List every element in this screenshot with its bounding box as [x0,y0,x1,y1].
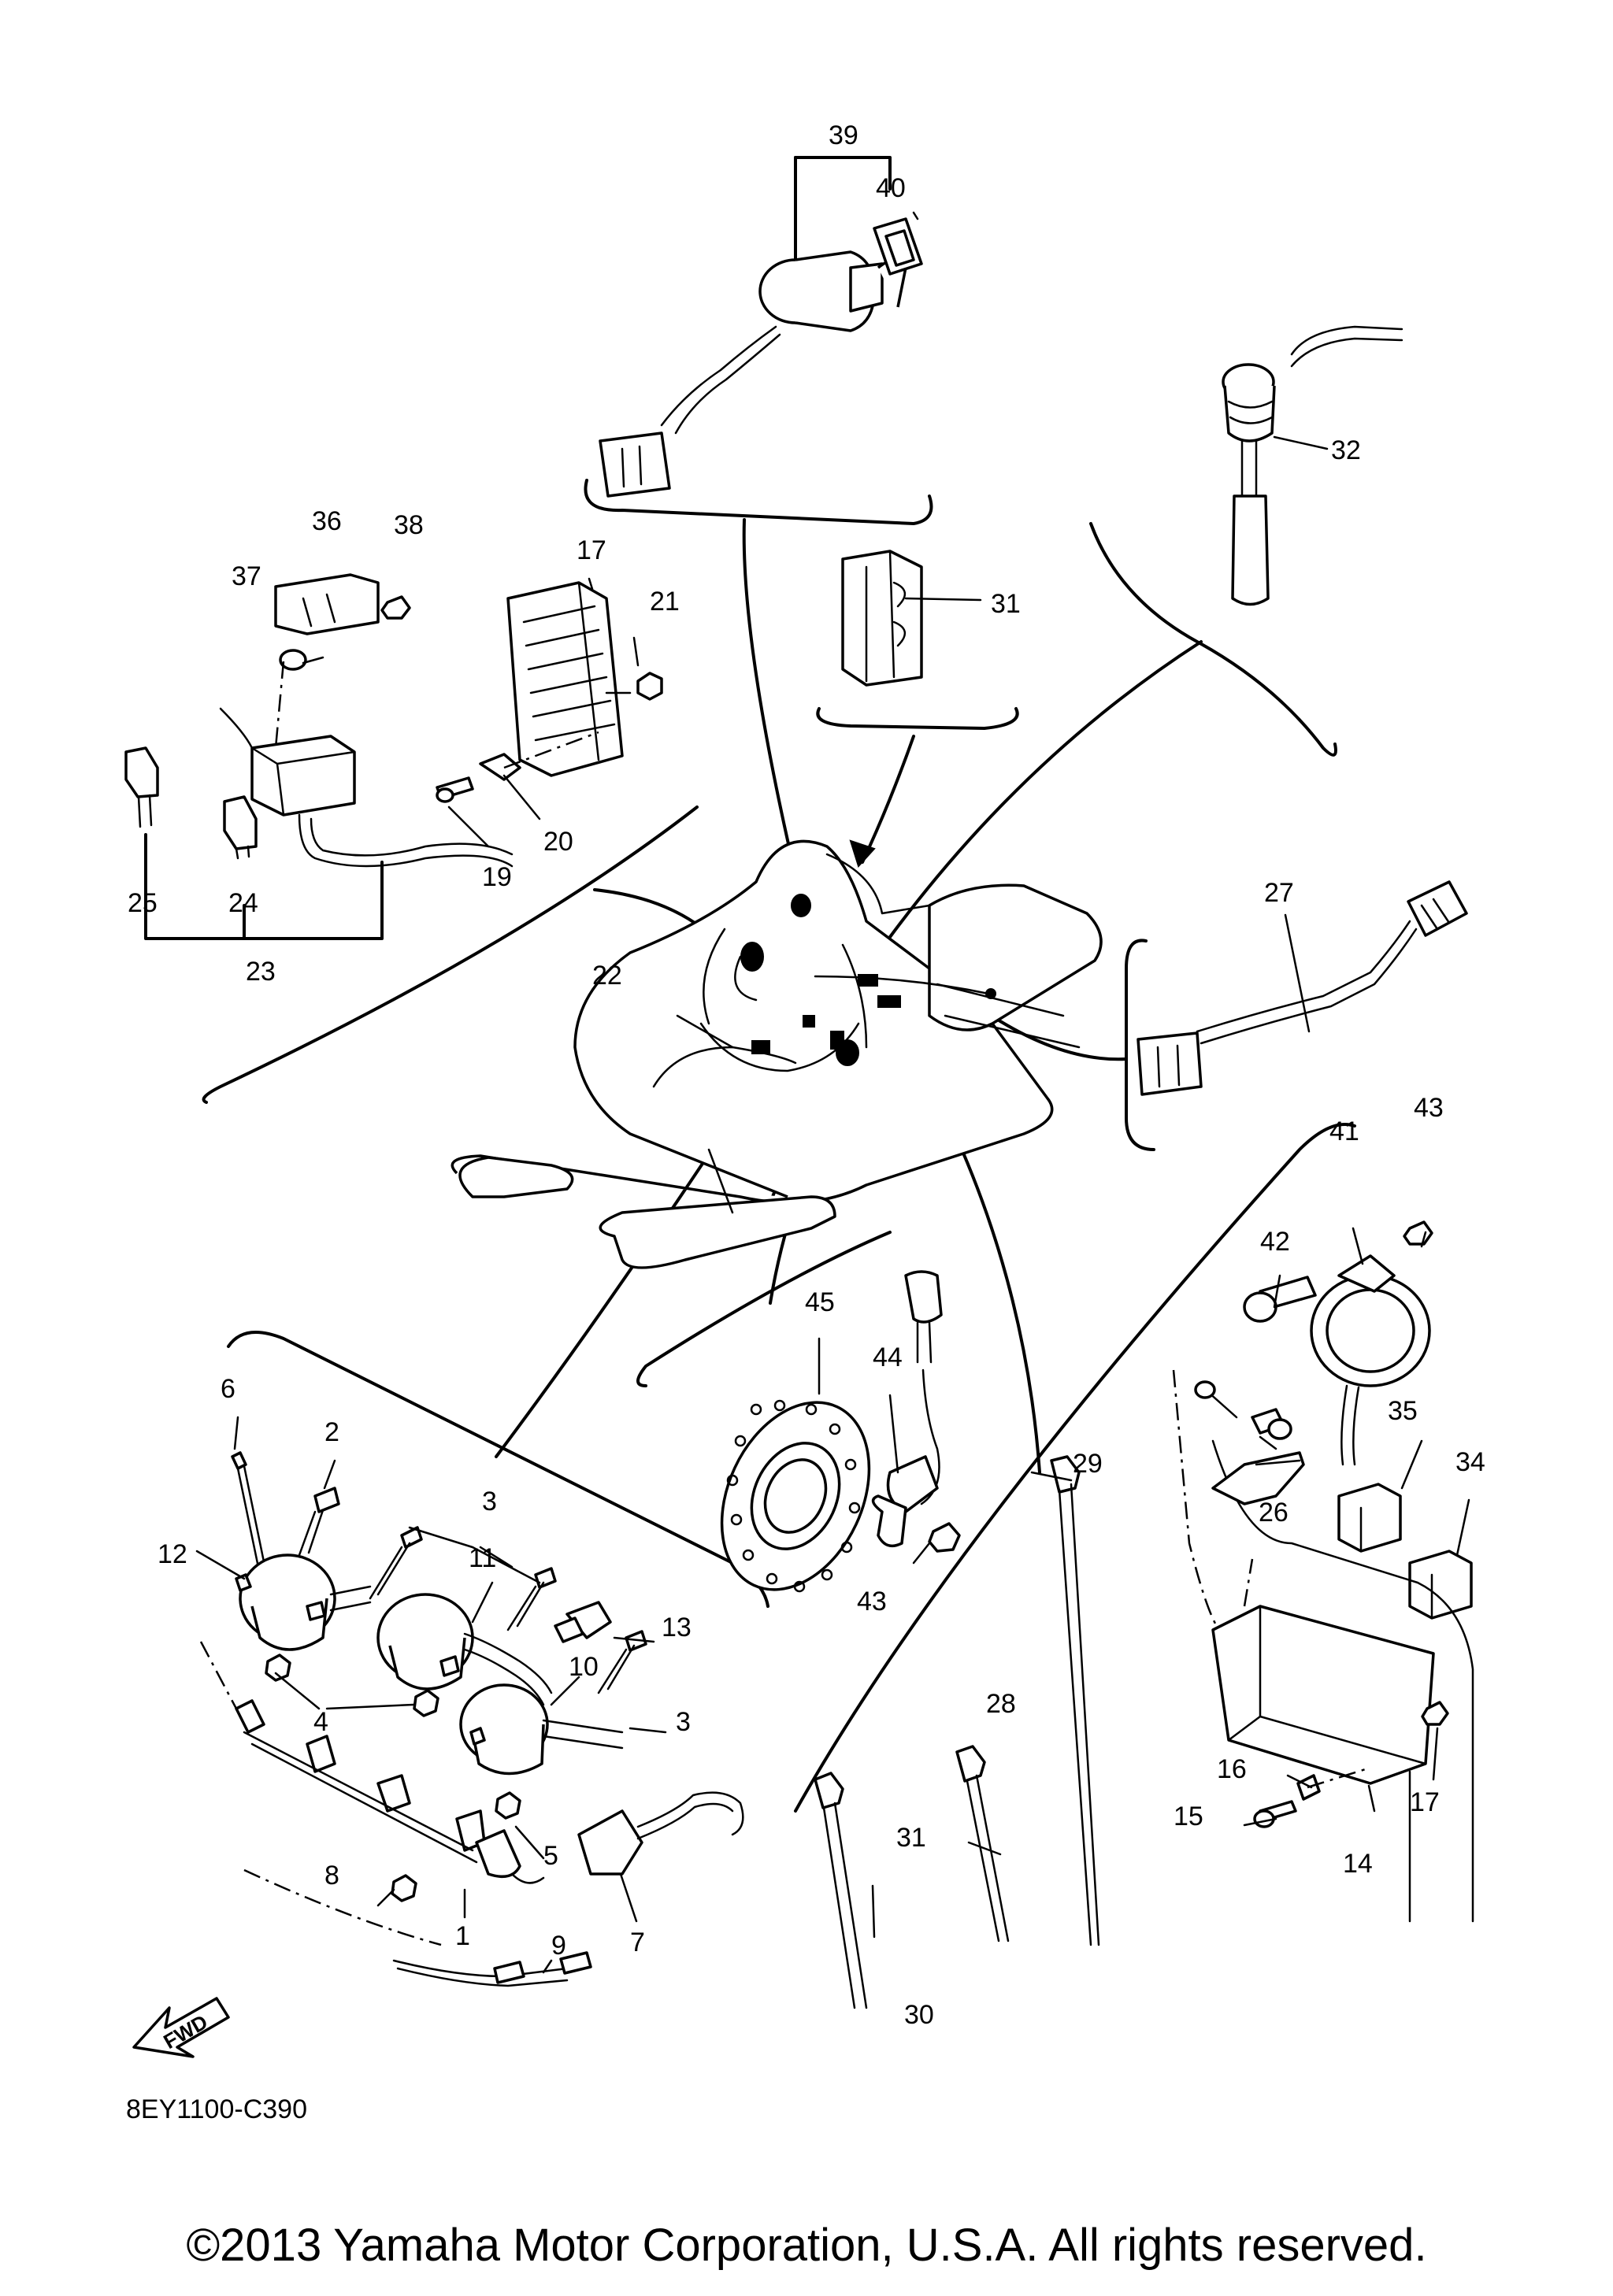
callout-26: 27 [1264,878,1294,908]
callout-41: 42 [1260,1227,1290,1257]
callout-7: 7 [630,1928,645,1957]
flywheel-45 [720,1270,961,1593]
callout-45: 45 [805,1287,835,1317]
callout-20: 20 [543,827,573,857]
callout-34: 35 [1388,1396,1418,1426]
callout-40: 41 [1329,1117,1359,1146]
callout-4: 4 [313,1707,328,1737]
callout-10: 10 [569,1652,599,1682]
snowmobile-body [451,839,1103,1269]
callout-27: 28 [986,1689,1016,1719]
callout-44: 43 [857,1587,887,1616]
callout-13: 13 [662,1613,692,1642]
callout-17: 17 [1410,1787,1440,1817]
diagram-code: 8EY1100-C390 [126,2094,307,2124]
callout-5: 5 [543,1841,558,1871]
callout-25: 26 [1259,1498,1289,1528]
callout-24: 25 [128,888,158,918]
callout-31: 31 [991,589,1021,619]
callout-32: 32 [1331,435,1361,465]
callout-3-mid: 3 [676,1707,691,1737]
callout-38: 39 [829,120,858,150]
callouts: 39 40 32 36 38 17 37 21 31 20 19 25 24 2… [128,120,1485,2030]
callout-12: 12 [158,1539,187,1569]
callout-1: 1 [455,1921,470,1951]
leader-lines [195,211,1470,1974]
callout-35: 36 [312,506,342,536]
callout-42: 43 [1414,1093,1444,1123]
callout-16: 16 [1217,1754,1247,1784]
callout-22-lower: 23 [246,957,276,987]
callout-9: 9 [551,1931,566,1961]
parts-33-34 [1337,1483,1473,1620]
callout-30: 31 [896,1823,926,1853]
copyright-notice: ©2013 Yamaha Motor Corporation, U.S.A. A… [186,2220,1427,2271]
callout-23: 24 [228,888,258,918]
callout-15: 15 [1174,1802,1203,1831]
region-boundaries [202,479,1356,1813]
cdi-unit-14 [1172,1369,1474,1923]
callout-28: 29 [1073,1449,1103,1479]
wire-harness-26 [1137,880,1468,1096]
connector-31 [841,550,923,687]
callout-33: 34 [1455,1447,1485,1477]
callout-39: 40 [876,173,906,203]
callout-19: 19 [482,862,512,892]
part-40 [1243,1220,1433,1466]
callout-2: 2 [324,1417,339,1447]
callout-18: 17 [577,535,606,565]
callout-37: 38 [394,510,424,540]
callout-11: 11 [469,1543,496,1573]
callout-8: 8 [324,1861,339,1890]
callout-21: 21 [650,587,680,617]
callout-22-upper: 22 [592,961,622,991]
cable-ties [814,1455,1100,2009]
callout-29: 30 [904,2000,934,2030]
regulator-18 [436,581,663,803]
main-switch-assembly [599,156,923,498]
callout-14: 14 [1343,1849,1373,1879]
callout-43: 44 [873,1342,903,1372]
sensor-32 [1222,325,1403,606]
callout-36: 37 [232,561,261,591]
fwd-arrow: FWD [132,1997,230,2058]
callout-6: 6 [221,1374,235,1404]
fuse-box-group [124,573,514,940]
ignition-coil-group [199,1451,744,1987]
callout-3-top: 3 [482,1487,497,1516]
